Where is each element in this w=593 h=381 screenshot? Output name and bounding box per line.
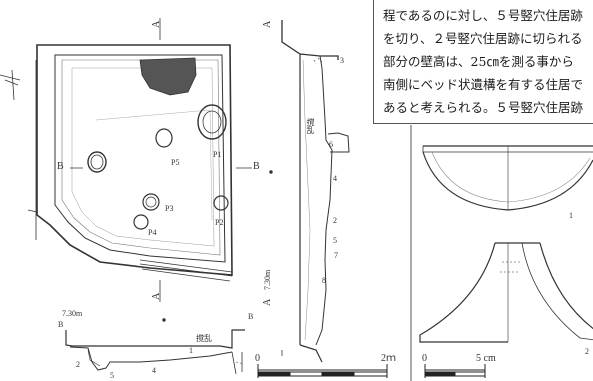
- section-marker-b2: B: [58, 320, 64, 329]
- layer-b-label-1: 1: [189, 346, 193, 355]
- description-line: 南側にベッド状遺構を有する住居で: [383, 77, 584, 92]
- pottery-scale-bar: [424, 364, 486, 378]
- layer-label-2: 2: [333, 216, 337, 225]
- dwelling-plan: [0, 18, 273, 322]
- layer-label-7: 7: [334, 251, 338, 260]
- section-marker-b-right: B: [253, 161, 260, 172]
- pit-label-p5: P5: [171, 158, 180, 167]
- pit-label-p3: P3: [165, 204, 174, 213]
- layer-b-label-4: 4: [152, 366, 156, 375]
- disturbance-note-a: 撹乱: [306, 118, 315, 134]
- plan-scale-start: 0: [255, 353, 260, 364]
- pottery-label-1: 1: [569, 211, 573, 220]
- plan-scale-end: 2ｍ: [381, 353, 396, 364]
- layer-label-6: 6: [329, 140, 333, 149]
- disturbance-note-b: 撹乱: [196, 334, 212, 343]
- layer-b-label-5: 5: [110, 371, 114, 380]
- elevation-a-label: 7.30m: [263, 269, 272, 290]
- pottery-stand: [419, 242, 593, 343]
- description-line: 程であるのに対し、５号竪穴住居跡: [383, 8, 583, 23]
- pottery-bowl: [422, 145, 593, 211]
- section-a-profile: [281, 20, 350, 363]
- section-b-profile: [65, 329, 245, 375]
- description-line: を切り、２号竪穴住居跡に切られる: [383, 31, 583, 46]
- pottery-label-2: 2: [585, 347, 589, 356]
- layer-label-3: 3: [340, 56, 344, 65]
- layer-b-label-2: 2: [76, 360, 80, 369]
- section-a-marker: A: [262, 20, 273, 28]
- section-marker-a-bottom: A: [151, 292, 162, 300]
- plan-scale-bar: [257, 364, 388, 378]
- pit-label-p1: P1: [213, 150, 222, 159]
- layer-label-4: 4: [333, 174, 337, 183]
- pottery-scale-start: 0: [422, 353, 427, 364]
- clipped-header-strip: [0, 0, 360, 4]
- description-box: 程であるのに対し、５号竪穴住居跡 を切り、２号竪穴住居跡に切られる 部分の壁高は…: [373, 0, 593, 124]
- section-marker-b2-right: B: [248, 312, 254, 321]
- pottery-scale-end: 5 cm: [476, 353, 496, 364]
- section-a-marker-bottom: A: [262, 298, 273, 306]
- layer-label-5: 5: [333, 236, 337, 245]
- layer-label-8: 8: [322, 276, 326, 285]
- pit-label-p4: P4: [148, 228, 157, 237]
- pit-label-p2: P2: [215, 218, 224, 227]
- section-marker-a-top: A: [151, 20, 162, 28]
- section-marker-b-left: B: [57, 161, 64, 172]
- description-line: あると考えられる。５号竪穴住居跡: [383, 100, 584, 115]
- elevation-b-label: 7.30m: [62, 309, 83, 318]
- description-line: 部分の壁高は、25㎝を測る事から: [383, 54, 574, 69]
